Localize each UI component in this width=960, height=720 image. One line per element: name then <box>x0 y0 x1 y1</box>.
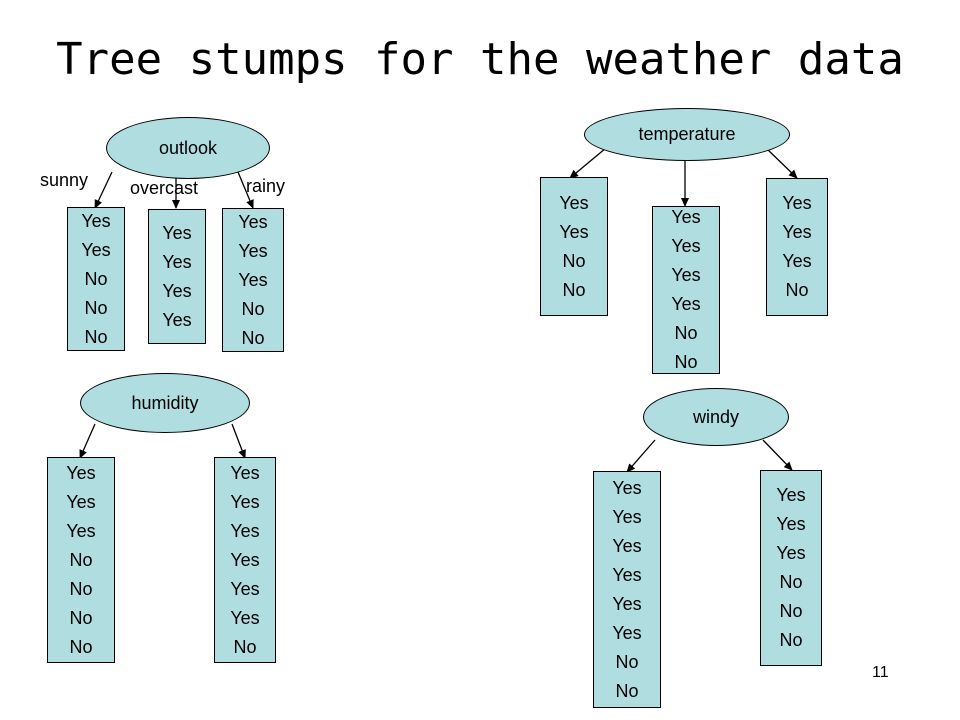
leaf-class-value: Yes <box>671 236 701 256</box>
leaf-class-value: No <box>785 280 809 300</box>
leaf-class-value: Yes <box>782 222 812 242</box>
leaf-class-value: Yes <box>162 280 192 301</box>
leaf-class-value: No <box>69 578 93 599</box>
leaf-class-value: No <box>69 607 93 628</box>
leaf-class-value: Yes <box>66 462 96 483</box>
leaf-class-value: No <box>615 680 639 701</box>
leaf-class-value: Yes <box>776 514 806 534</box>
edge-outlook-rainy <box>237 171 254 209</box>
leaf-class-value: No <box>84 268 108 289</box>
leaf-class-value: No <box>241 327 265 348</box>
leaf-class-value: Yes <box>81 210 111 231</box>
leaf-class-value: No <box>562 279 586 300</box>
edge-humidity-2 <box>231 423 246 459</box>
branch-label-rainy: rainy <box>246 176 286 196</box>
leaf-class-value: No <box>674 352 698 372</box>
leaf-class-value: No <box>241 298 265 319</box>
leaf-class-value: Yes <box>238 211 268 232</box>
edge-temperature-1 <box>569 147 607 179</box>
node-humidity: humidity <box>80 373 250 433</box>
node-temperature: temperature <box>584 108 790 161</box>
leaf-class-value: Yes <box>612 477 642 498</box>
leaf-class-value: Yes <box>230 491 260 512</box>
edge-temperature-3 <box>765 147 798 179</box>
branch-label-sunny: sunny <box>40 170 89 190</box>
leaf-class-value: No <box>69 636 93 657</box>
leaf-class-value: No <box>69 549 93 570</box>
leaf-class-value: Yes <box>671 265 701 285</box>
page-number: 11 <box>872 664 889 681</box>
leaf-class-value: Yes <box>671 294 701 314</box>
leaf-class-value: Yes <box>230 520 260 541</box>
edge-windy-2 <box>762 439 793 471</box>
leaf-class-value: No <box>84 297 108 318</box>
leaf-class-value: Yes <box>66 491 96 512</box>
leaf-class-value: Yes <box>559 221 589 242</box>
leaf-class-value: No <box>674 323 698 343</box>
leaf-class-value: Yes <box>238 240 268 261</box>
leaf-class-value: Yes <box>612 535 642 556</box>
leaf-class-value: No <box>779 572 803 592</box>
edge-humidity-1 <box>79 423 96 459</box>
leaf-class-value: Yes <box>612 622 642 643</box>
leaf-class-value: Yes <box>782 251 812 271</box>
leaf-class-value: Yes <box>612 593 642 614</box>
leaf-class-value: Yes <box>162 222 192 243</box>
leaf-class-value: Yes <box>230 549 260 570</box>
leaf-class-value: Yes <box>162 251 192 272</box>
leaf-class-value: No <box>779 630 803 650</box>
leaf-class-value: Yes <box>238 269 268 290</box>
leaf-class-value: Yes <box>671 207 701 227</box>
leaf-class-value: Yes <box>230 607 260 628</box>
leaf-class-value: Yes <box>66 520 96 541</box>
leaf-class-value: Yes <box>612 564 642 585</box>
leaf-class-value: Yes <box>776 543 806 563</box>
leaf-class-value: Yes <box>776 485 806 505</box>
leaf-class-value: No <box>84 326 108 347</box>
leaf-class-value: No <box>615 651 639 672</box>
leaf-class-value: Yes <box>559 192 589 213</box>
leaf-class-value: No <box>779 601 803 621</box>
leaf-class-value: Yes <box>612 506 642 527</box>
leaf-class-value: No <box>233 636 257 657</box>
leaf-class-value: Yes <box>230 578 260 599</box>
leaf-class-value: Yes <box>162 309 192 330</box>
slide-title: Tree stumps for the weather data <box>56 34 904 85</box>
leaf-class-value: Yes <box>81 239 111 260</box>
node-outlook: outlook <box>106 117 270 179</box>
node-windy: windy <box>643 388 789 446</box>
branch-label-overcast: overcast <box>130 178 199 198</box>
leaf-class-value: No <box>562 250 586 271</box>
leaf-class-value: Yes <box>782 193 812 213</box>
leaf-class-value: Yes <box>230 462 260 483</box>
edge-windy-1 <box>626 439 656 473</box>
edge-outlook-sunny <box>94 171 113 209</box>
